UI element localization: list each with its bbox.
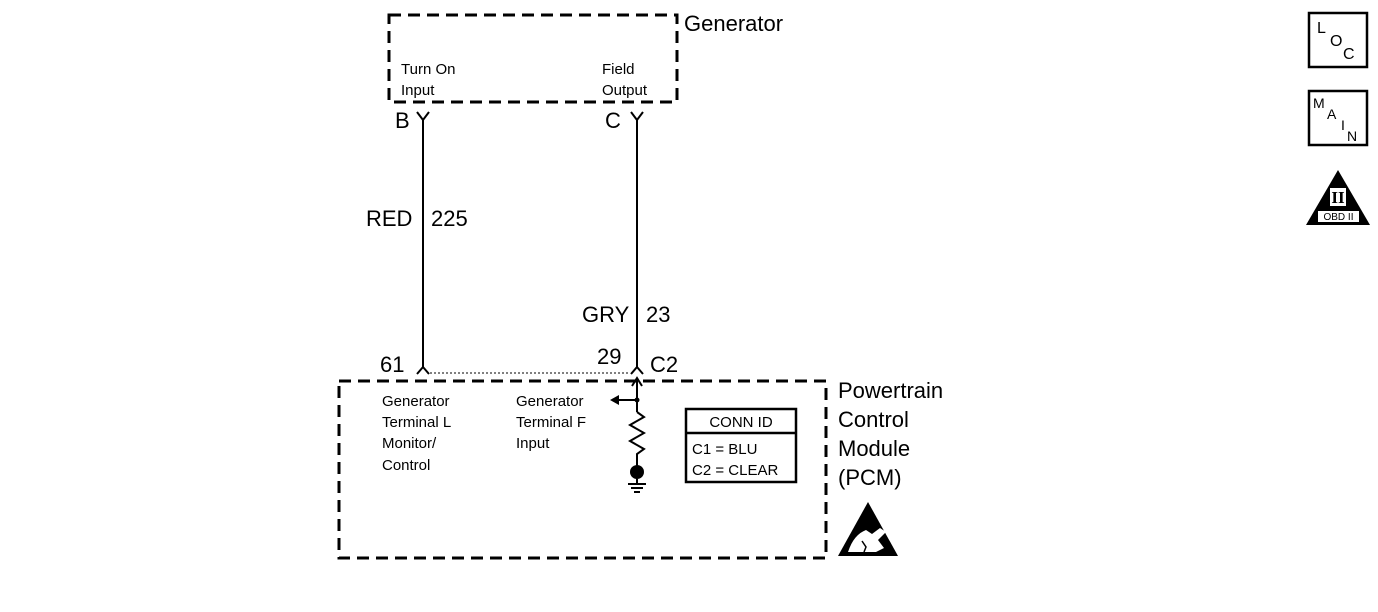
pin-c-label: C — [605, 108, 621, 133]
pcm-title-4: (PCM) — [838, 465, 902, 490]
svg-text:O: O — [1330, 33, 1342, 50]
svg-text:C: C — [1343, 46, 1355, 63]
pin-29-connector-icon — [630, 365, 644, 375]
terminal-f-text-2: Terminal F — [516, 414, 586, 431]
svg-text:M: M — [1313, 95, 1325, 111]
wire2-circuit-label: 23 — [646, 302, 670, 327]
terminal-f-text-1: Generator — [516, 393, 584, 410]
svg-text:II: II — [1331, 188, 1345, 207]
conn-id-c1: C1 = BLU — [692, 441, 757, 458]
field-label-2: Output — [602, 82, 648, 99]
loc-icon: L O C — [1307, 11, 1369, 69]
pcm-box — [337, 379, 828, 560]
terminal-l-text-4: Control — [382, 457, 430, 474]
field-label: Field — [602, 61, 635, 78]
ground-dot — [630, 465, 644, 479]
pcm-title-3: Module — [838, 436, 910, 461]
terminal-l-text-2: Terminal L — [382, 414, 451, 431]
terminal-f-text-3: Input — [516, 435, 550, 452]
pin-61-connector-icon — [416, 365, 430, 375]
pcm-title-2: Control — [838, 407, 909, 432]
terminal-l-text-3: Monitor/ — [382, 435, 437, 452]
arrow-left-icon — [610, 395, 619, 405]
obd-ii-icon: II OBD II — [1306, 170, 1370, 225]
pin-29-label: 29 — [597, 344, 621, 369]
main-icon: M A I N — [1307, 89, 1369, 147]
resistor-icon — [627, 411, 647, 466]
generator-title: Generator — [684, 11, 783, 36]
wire2-color-label: GRY — [582, 302, 630, 327]
wire1-circuit-label: 225 — [431, 206, 468, 231]
turn-on-label-2: Input — [401, 82, 435, 99]
wire1-color-label: RED — [366, 206, 412, 231]
svg-text:N: N — [1347, 128, 1357, 144]
svg-text:L: L — [1317, 20, 1326, 37]
pin-c-connector-icon — [630, 111, 644, 122]
pin-61-label: 61 — [380, 352, 404, 377]
svg-text:OBD II: OBD II — [1323, 212, 1353, 223]
terminal-l-text-1: Generator — [382, 393, 450, 410]
conn-id-header: CONN ID — [709, 414, 773, 431]
conn-id-table: CONN ID C1 = BLU C2 = CLEAR — [684, 407, 798, 484]
esd-warning-icon — [838, 502, 898, 556]
turn-on-label: Turn On — [401, 61, 455, 78]
pcm-title-1: Powertrain — [838, 378, 943, 403]
pin-b-label: B — [395, 108, 410, 133]
svg-text:I: I — [1341, 117, 1345, 133]
svg-text:A: A — [1327, 106, 1337, 122]
conn-id-c2: C2 = CLEAR — [692, 462, 778, 479]
generator-box — [387, 13, 679, 104]
pin-b-connector-icon — [416, 111, 430, 122]
pull-down-resistor-circuit — [610, 376, 647, 493]
connector-c2-label: C2 — [650, 352, 678, 377]
